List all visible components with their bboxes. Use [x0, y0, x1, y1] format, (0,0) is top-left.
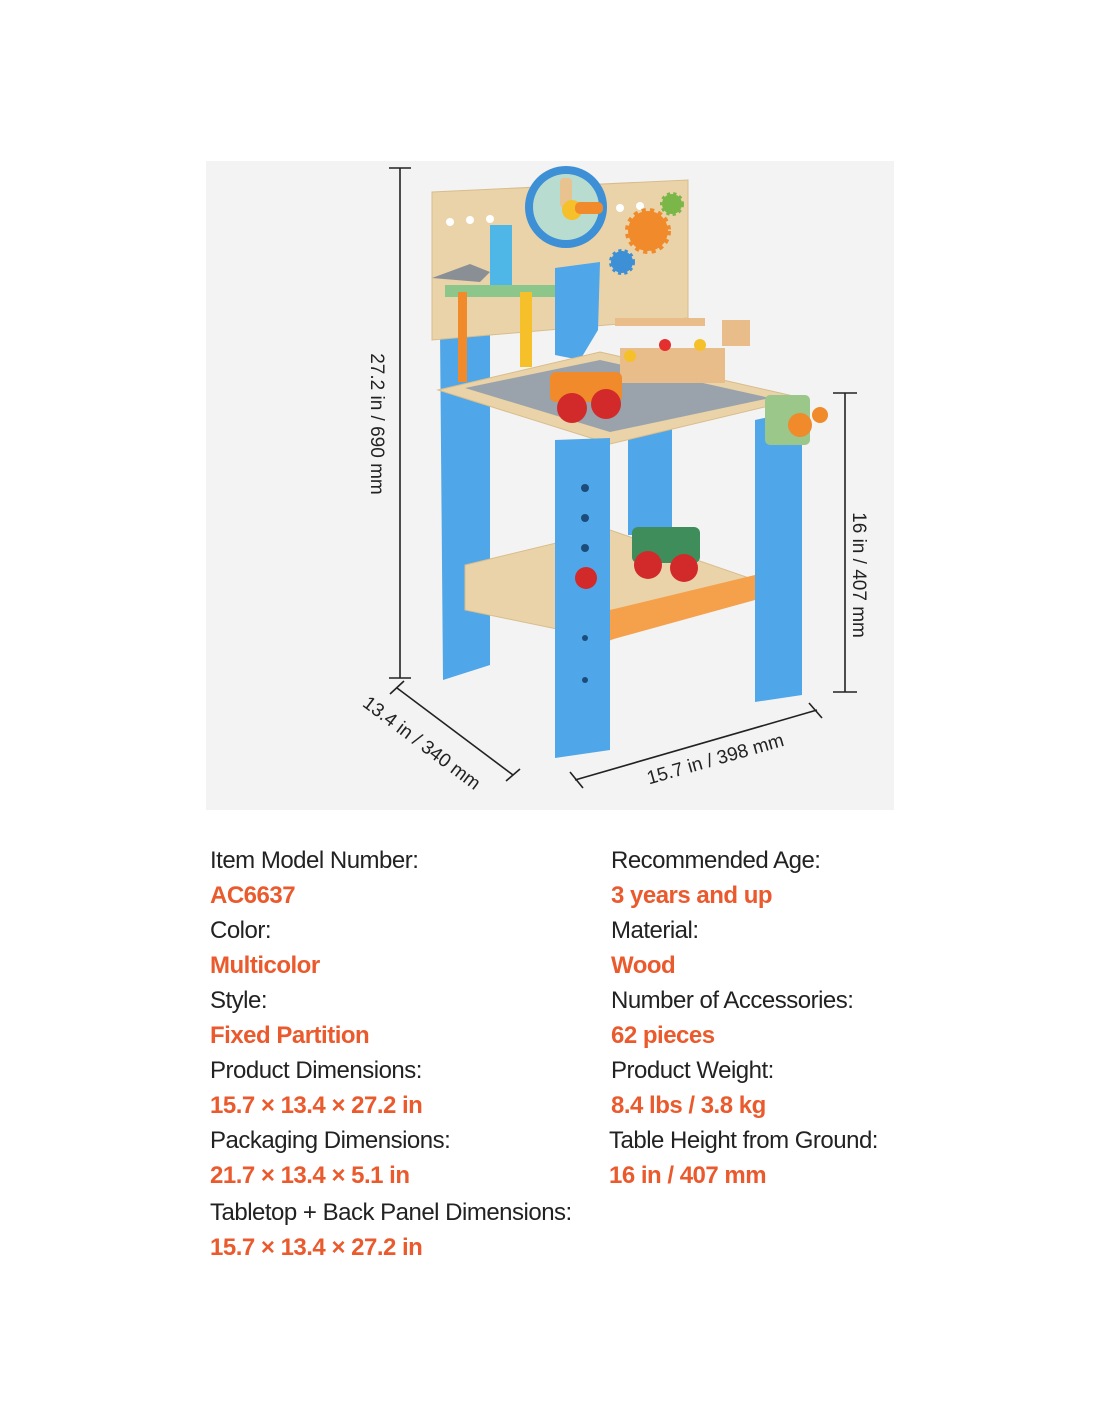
spec-value: AC6637: [210, 882, 296, 909]
spec-value: 8.4 lbs / 3.8 kg: [611, 1092, 766, 1119]
workbench-illustration: 27.2 in / 690 mm 16 in / 407 mm 13.4 in …: [358, 166, 869, 795]
product-image: 27.2 in / 690 mm 16 in / 407 mm 13.4 in …: [206, 161, 894, 810]
spec-value: 15.7 × 13.4 × 27.2 in: [210, 1092, 423, 1119]
spec-label: Material:: [611, 917, 699, 944]
spec-value: 21.7 × 13.4 × 5.1 in: [210, 1162, 410, 1189]
spec-label: Item Model Number:: [210, 847, 419, 874]
spec-label: Style:: [210, 987, 268, 1014]
spec-value: Fixed Partition: [210, 1022, 370, 1049]
spec-value: 62 pieces: [611, 1022, 715, 1049]
gears-icon: [609, 192, 684, 275]
spec-label: Recommended Age:: [611, 847, 821, 874]
clock-icon: [525, 166, 607, 248]
height-dimension-label: 27.2 in / 690 mm: [366, 353, 387, 495]
building-blocks: [615, 318, 750, 383]
spec-label: Packaging Dimensions:: [210, 1127, 451, 1154]
dimension-lines: [389, 167, 857, 789]
spec-value: Multicolor: [210, 952, 320, 979]
toy-car-top: [550, 372, 622, 423]
spec-value: 3 years and up: [611, 882, 773, 909]
spec-value: 15.7 × 13.4 × 27.2 in: [210, 1234, 423, 1261]
leg-front-right: [755, 410, 802, 702]
spec-label: Table Height from Ground:: [609, 1127, 878, 1154]
spec-value: 16 in / 407 mm: [609, 1162, 767, 1189]
tools-icon: [432, 225, 600, 382]
pegboard-holes: [446, 202, 644, 226]
spec-label: Product Weight:: [611, 1057, 774, 1084]
leg-front-left: [555, 438, 610, 758]
table-height-dimension-label: 16 in / 407 mm: [848, 512, 869, 638]
screw-knob: [575, 567, 597, 589]
spec-value: Wood: [611, 952, 676, 979]
toy-car-shelf: [632, 527, 700, 582]
spec-label: Color:: [210, 917, 272, 944]
leg-back-right: [628, 425, 672, 535]
side-knob: [765, 395, 828, 445]
specs-left-column: Item Model Number: AC6637 Color: Multico…: [210, 843, 572, 1265]
spec-label: Number of Accessories:: [611, 987, 854, 1014]
depth-dimension-label: 13.4 in / 340 mm: [358, 693, 484, 795]
spec-label: Tabletop + Back Panel Dimensions:: [210, 1199, 572, 1226]
spec-label: Product Dimensions:: [210, 1057, 422, 1084]
specs-right-column: Recommended Age: 3 years and up Material…: [609, 843, 911, 1193]
